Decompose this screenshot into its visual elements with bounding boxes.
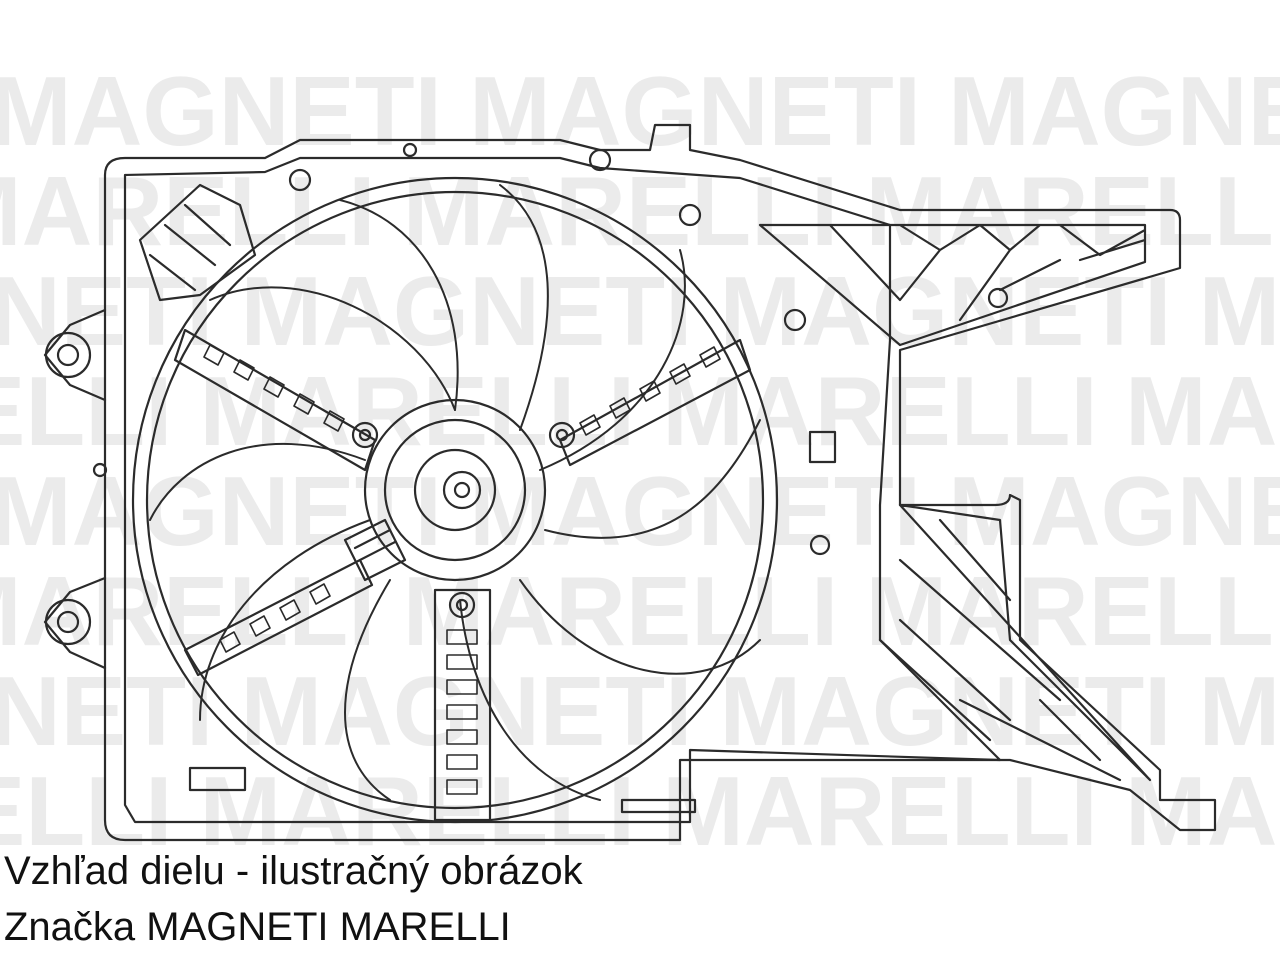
watermark-row: MAGNETI MAGNETI MAGNETI MAGNETI [0,456,1280,566]
watermark-row: NETI MAGNETI MAGNETI MAGNE [0,656,1280,766]
mount-ear-top-left [44,331,92,379]
caption-illustration-note: Vzhľad dielu - ilustračný obrázok [4,849,583,893]
watermark-row: MARELLI MARELLI MARELLI MARELLI [0,556,1280,666]
fan-shroud-ring [131,176,779,824]
motor-connector [343,518,407,582]
watermark-row: ELLI MARELLI MARELLI MAREL [0,756,1280,850]
spoke-upper-left [173,328,377,472]
lower-bracket-lattice [878,503,1152,782]
right-bracket-lattice [758,223,1147,347]
fan-assembly-drawing [43,123,1217,842]
spoke-upper-right [558,338,752,467]
shroud-inner [123,156,1002,824]
mount-ear-bottom-left [44,598,92,646]
watermark-row: MAGNETI MAGNETI MAGNETI MAGNETI [0,60,1280,166]
motor-shaft [442,470,482,510]
spoke-lower-left [183,558,374,677]
shroud-frame [103,123,1217,842]
connector-housing [138,183,257,302]
spoke-bottom [433,588,492,822]
magneti-marelli-watermark: MAGNETI MAGNETI MAGNETI MAGNETI MARELLI … [0,60,1280,850]
motor-housing [363,398,547,582]
fan-blades [149,184,761,801]
watermark-row: ELLI MARELLI MARELLI MAREL [0,356,1280,466]
caption-brand: Značka MAGNETI MARELLI [4,905,511,949]
